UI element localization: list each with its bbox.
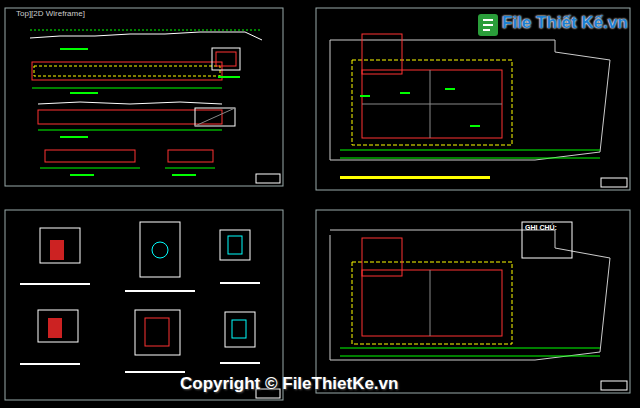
note-heading: GHI CHÚ: <box>525 224 557 231</box>
viewport-label: Top][2D Wireframe] <box>16 9 85 18</box>
plan-view-bottom <box>330 222 610 360</box>
logo-text: File Thiết Kế.vn <box>502 13 628 33</box>
logo-icon <box>478 14 498 36</box>
watermark: Copyright © FileThietKe.vn <box>180 374 398 394</box>
sheet-frames <box>5 8 630 400</box>
sections <box>30 30 262 176</box>
plan-view-top <box>330 34 610 179</box>
details <box>20 222 260 373</box>
title-blocks <box>256 174 627 398</box>
